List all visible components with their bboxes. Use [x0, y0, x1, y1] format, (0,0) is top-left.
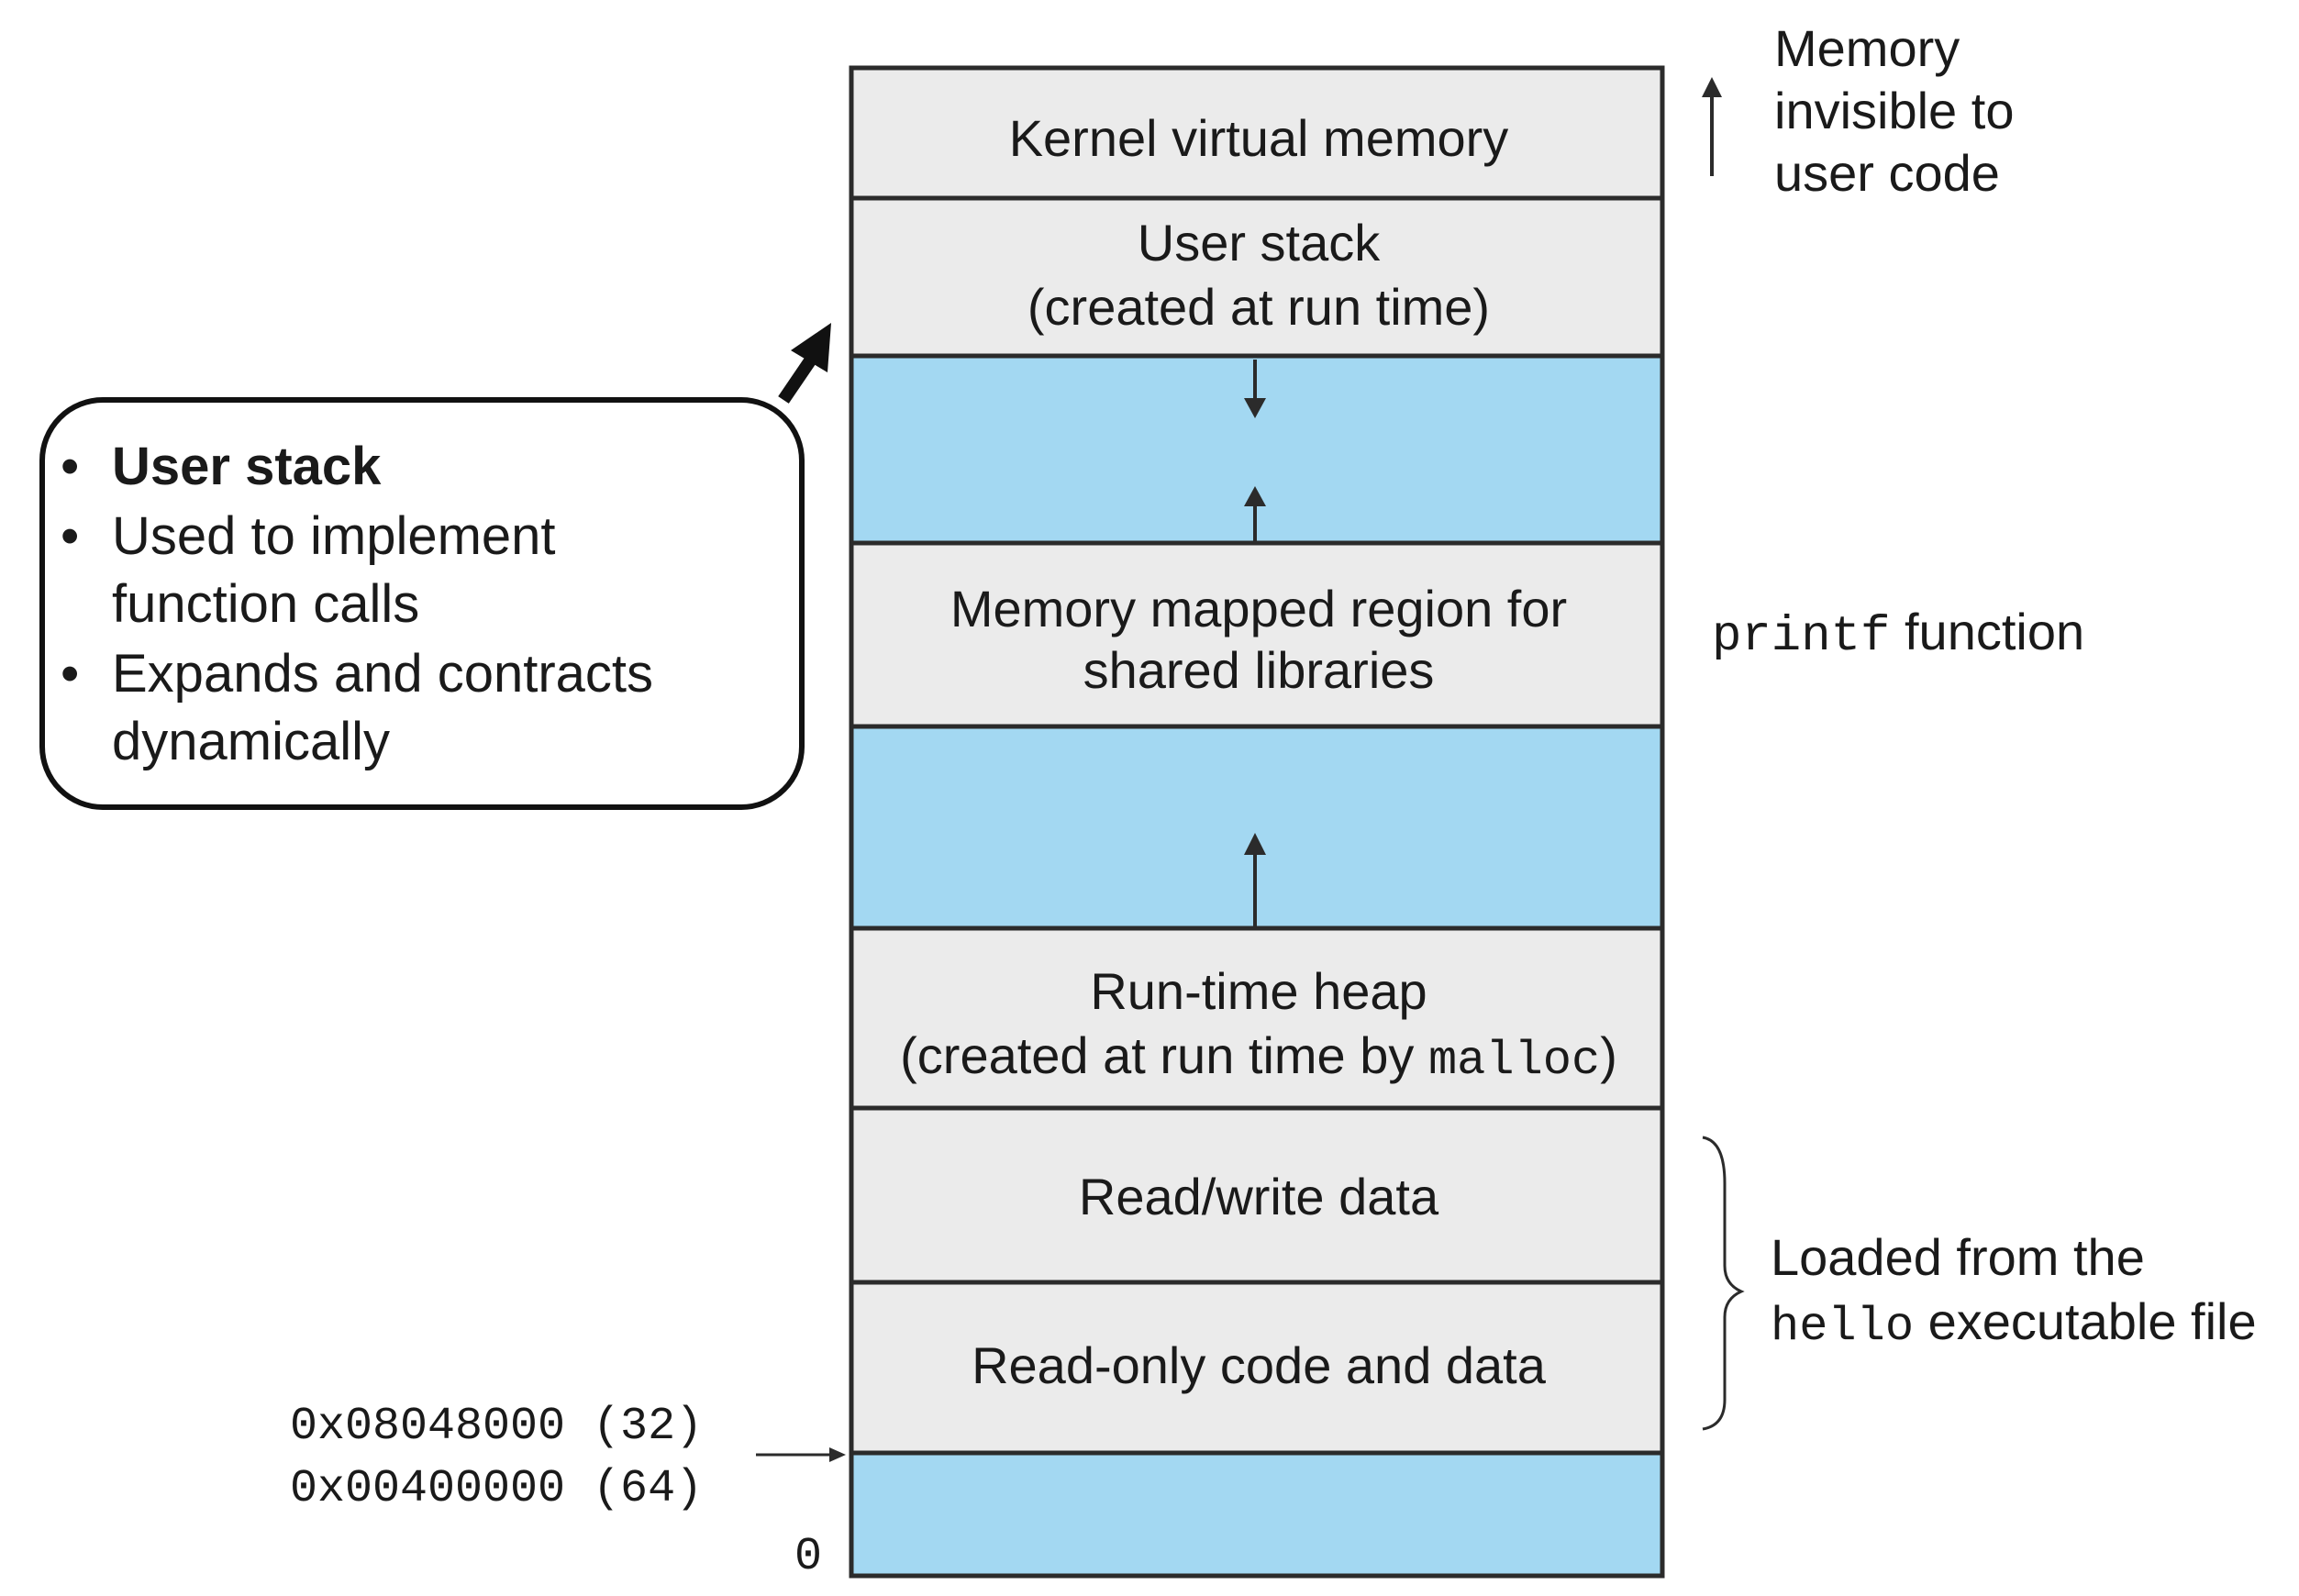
- kernel-region: [849, 65, 1665, 201]
- callout-item-function-calls-1: Used to implement: [112, 506, 556, 566]
- malloc-code: malloc: [1428, 1034, 1600, 1088]
- callout-item-user-stack: User stack: [112, 437, 382, 496]
- heap-region: [849, 925, 1665, 1111]
- hello-code: hello: [1771, 1300, 1914, 1354]
- free-region-bottom: [849, 1450, 1665, 1579]
- ro-code-region: [849, 1280, 1665, 1456]
- invisible-label-1: Memory: [1774, 19, 1960, 77]
- loaded-brace: [1702, 1136, 1745, 1431]
- callout-item-expands-1: Expands and contracts: [112, 644, 653, 704]
- heap-label-2: (created at run time by malloc): [900, 1026, 1617, 1088]
- heap-label-2-suffix: ): [1600, 1026, 1617, 1084]
- callout-item-expands-2: dynamically: [112, 712, 390, 771]
- stack-growth-arrowhead: [1244, 398, 1266, 418]
- loaded-label-2-suffix: executable file: [1914, 1292, 2257, 1350]
- invisible-up-arrowhead: [1702, 77, 1722, 97]
- heap-growth-arrowhead: [1244, 833, 1266, 855]
- callout-border: [39, 397, 805, 810]
- address-64-label: 0x00400000 (64): [290, 1463, 703, 1515]
- memory-column: [849, 65, 1665, 1579]
- user-stack-region: [849, 195, 1665, 359]
- callout-pointer-arrowhead: [791, 323, 831, 372]
- user-stack-label-2: (created at run time): [1027, 278, 1490, 336]
- user-stack-label-1: User stack: [1138, 214, 1381, 272]
- heap-label-2-prefix: (created at run time by: [900, 1026, 1428, 1084]
- loaded-label-2: hello executable file: [1771, 1292, 2257, 1354]
- callout-bullet-3: •: [61, 644, 79, 704]
- loaded-label-1: Loaded from the: [1771, 1228, 2145, 1286]
- loaded-annotation: Loaded from the hello executable file: [1702, 1136, 2257, 1431]
- callout-bullet-1: •: [61, 437, 79, 496]
- address-zero-label: 0: [794, 1531, 822, 1583]
- address-32-label: 0x08048000 (32): [290, 1401, 703, 1453]
- mmap-region: [849, 540, 1665, 729]
- printf-suffix: function: [1890, 603, 2084, 660]
- invisible-label-2: invisible to: [1774, 82, 2014, 139]
- callout-bullet-2: •: [61, 506, 79, 566]
- heap-label-1: Run-time heap: [1090, 962, 1427, 1020]
- callout-pointer-arrow: [778, 350, 820, 404]
- printf-label: printf function: [1712, 603, 2084, 665]
- printf-code: printf: [1712, 609, 1890, 665]
- callout-box: • User stack • Used to implement functio…: [39, 397, 805, 810]
- mmap-growth-arrowhead: [1244, 486, 1266, 506]
- mmap-label-1: Memory mapped region for: [950, 580, 1567, 637]
- invisible-label-3: user code: [1774, 144, 2000, 202]
- address-pointer-arrowhead: [829, 1447, 846, 1462]
- ro-code-label: Read-only code and data: [972, 1336, 1547, 1394]
- callout-item-function-calls-2: function calls: [112, 574, 419, 634]
- rw-data-label: Read/write data: [1079, 1168, 1439, 1225]
- kernel-label: Kernel virtual memory: [1009, 109, 1509, 167]
- mmap-label-2: shared libraries: [1083, 641, 1435, 699]
- invisible-annotation: Memory invisible to user code: [1702, 19, 2014, 202]
